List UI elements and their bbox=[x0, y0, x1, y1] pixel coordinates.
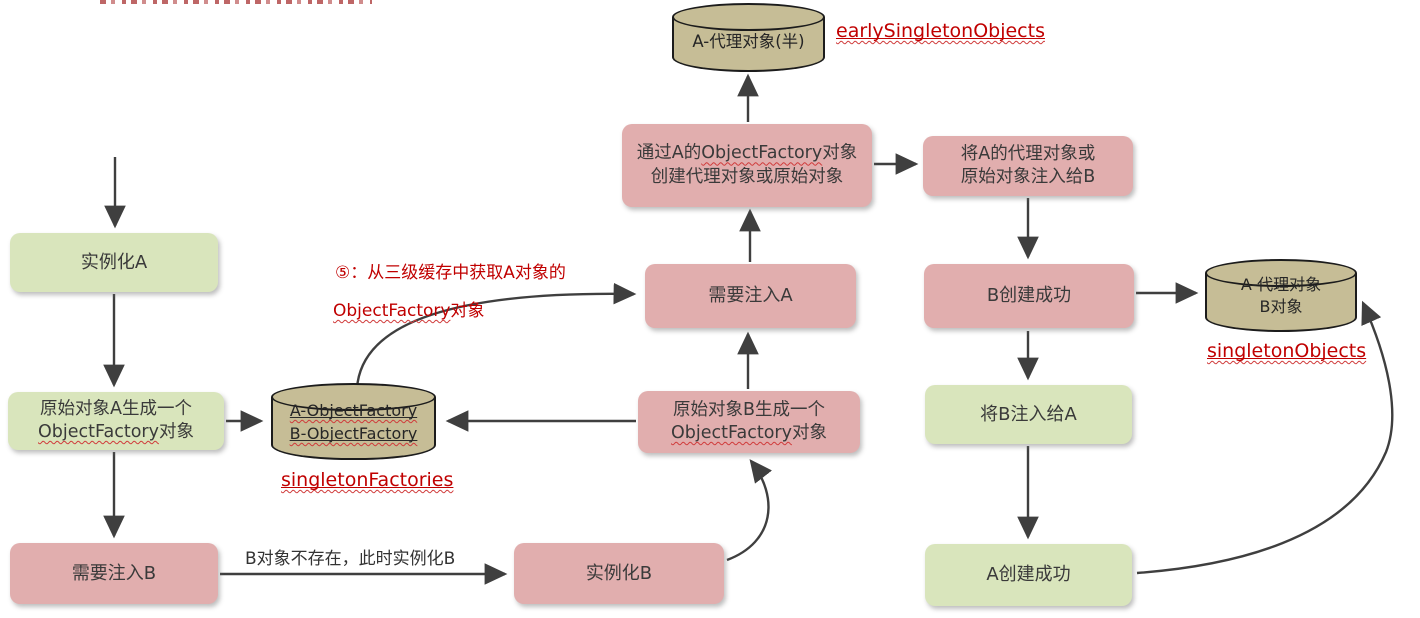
line1: 原始对象A生成一个 bbox=[40, 398, 192, 419]
node-create-proxy: 通过A的ObjectFactory对象创建代理对象或原始对象 bbox=[622, 124, 872, 207]
node-label: B创建成功 bbox=[986, 285, 1072, 307]
label-early-singleton-objects: earlySingletonObjects bbox=[836, 20, 1045, 42]
node-b-created: B创建成功 bbox=[924, 264, 1134, 328]
spellcheck-word: ObjectFactory bbox=[701, 143, 823, 164]
spellcheck-word: B-ObjectFactory bbox=[289, 424, 418, 444]
label-text: earlySingletonObjects bbox=[836, 20, 1045, 42]
node-b-objectfactory: 原始对象B生成一个 ObjectFactory对象 bbox=[638, 391, 860, 453]
node-label: 实例化A bbox=[80, 251, 148, 273]
arrow-instantiate-b-to-factory-b bbox=[726, 459, 773, 562]
post: 对象创建代理对象或原始对象 bbox=[650, 143, 858, 187]
cache-singleton-objects: A-代理对象 B对象 bbox=[1204, 259, 1358, 332]
cache-content: A-ObjectFactory B-ObjectFactory bbox=[273, 397, 434, 445]
node-need-inject-a: 需要注入A bbox=[645, 264, 856, 328]
node-label: 需要注入A bbox=[708, 285, 793, 307]
line1: 原始对象B生成一个 bbox=[672, 399, 825, 420]
label-singleton-objects: singletonObjects bbox=[1207, 340, 1366, 362]
edge-label-b-not-exist: B对象不存在，此时实例化B bbox=[245, 549, 456, 569]
note-step5-line1: ⑤：从三级缓存中获取A对象的 bbox=[335, 263, 566, 283]
line2: B对象 bbox=[1259, 297, 1303, 317]
node-label: A创建成功 bbox=[986, 564, 1071, 586]
node-a-objectfactory: 原始对象A生成一个 ObjectFactory对象 bbox=[8, 392, 224, 450]
factory-a-entry: A-ObjectFactory bbox=[290, 401, 417, 420]
cache-content: A-代理对象(半) bbox=[692, 32, 805, 51]
node-label: 原始对象B生成一个 ObjectFactory对象 bbox=[671, 399, 827, 445]
node-inject-b-to-a: 将B注入给A bbox=[925, 385, 1132, 444]
node-label: 实例化B bbox=[585, 562, 653, 584]
line1: 将A的代理对象或 bbox=[960, 143, 1096, 164]
pre: 通过A的 bbox=[636, 143, 702, 164]
node-need-inject-b: 需要注入B bbox=[10, 543, 218, 604]
spellcheck-word: ObjectFactory bbox=[38, 422, 159, 442]
arrow-group bbox=[103, 73, 1394, 585]
spellcheck-word: ObjectFactory bbox=[671, 423, 792, 443]
node-label: 原始对象A生成一个 ObjectFactory对象 bbox=[38, 398, 194, 444]
factory-b-entry: B-ObjectFactory bbox=[290, 424, 418, 443]
node-instantiate-b: 实例化B bbox=[514, 543, 724, 604]
arrow-step5-curve bbox=[355, 282, 637, 389]
line2: 原始对象注入给B bbox=[960, 167, 1096, 187]
node-label: 需要注入B bbox=[71, 562, 157, 584]
spellcheck-word: A-ObjectFactory bbox=[289, 401, 418, 420]
note-step5-line2: ObjectFactory对象 bbox=[333, 296, 484, 321]
spellcheck-word: ObjectFactory bbox=[333, 301, 451, 321]
line1: A-代理对象 bbox=[1240, 275, 1322, 294]
node-instantiate-a: 实例化A bbox=[10, 233, 218, 292]
cache-early-singleton: A-代理对象(半) bbox=[671, 3, 826, 72]
node-a-created: A创建成功 bbox=[925, 544, 1132, 606]
line2-cn: 对象 bbox=[158, 422, 194, 442]
line2-cn: 对象 bbox=[791, 423, 827, 443]
note-cn: 对象 bbox=[450, 301, 485, 321]
node-label: 通过A的ObjectFactory对象创建代理对象或原始对象 bbox=[630, 142, 864, 188]
arrow-a-created-to-singleton-curve bbox=[1136, 300, 1394, 575]
node-label: 将B注入给A bbox=[980, 403, 1077, 425]
label-text: singletonFactories bbox=[281, 469, 454, 491]
label-text: singletonObjects bbox=[1207, 340, 1367, 362]
label-singleton-factories: singletonFactories bbox=[281, 469, 453, 491]
clipped-text-fragment bbox=[100, 0, 372, 4]
cache-content: A-代理对象 B对象 bbox=[1207, 273, 1355, 319]
node-label: 将A的代理对象或原始对象注入给B bbox=[961, 143, 1096, 189]
node-inject-a-to-b: 将A的代理对象或原始对象注入给B bbox=[923, 136, 1133, 196]
cache-singleton-factories: A-ObjectFactory B-ObjectFactory bbox=[270, 383, 437, 460]
